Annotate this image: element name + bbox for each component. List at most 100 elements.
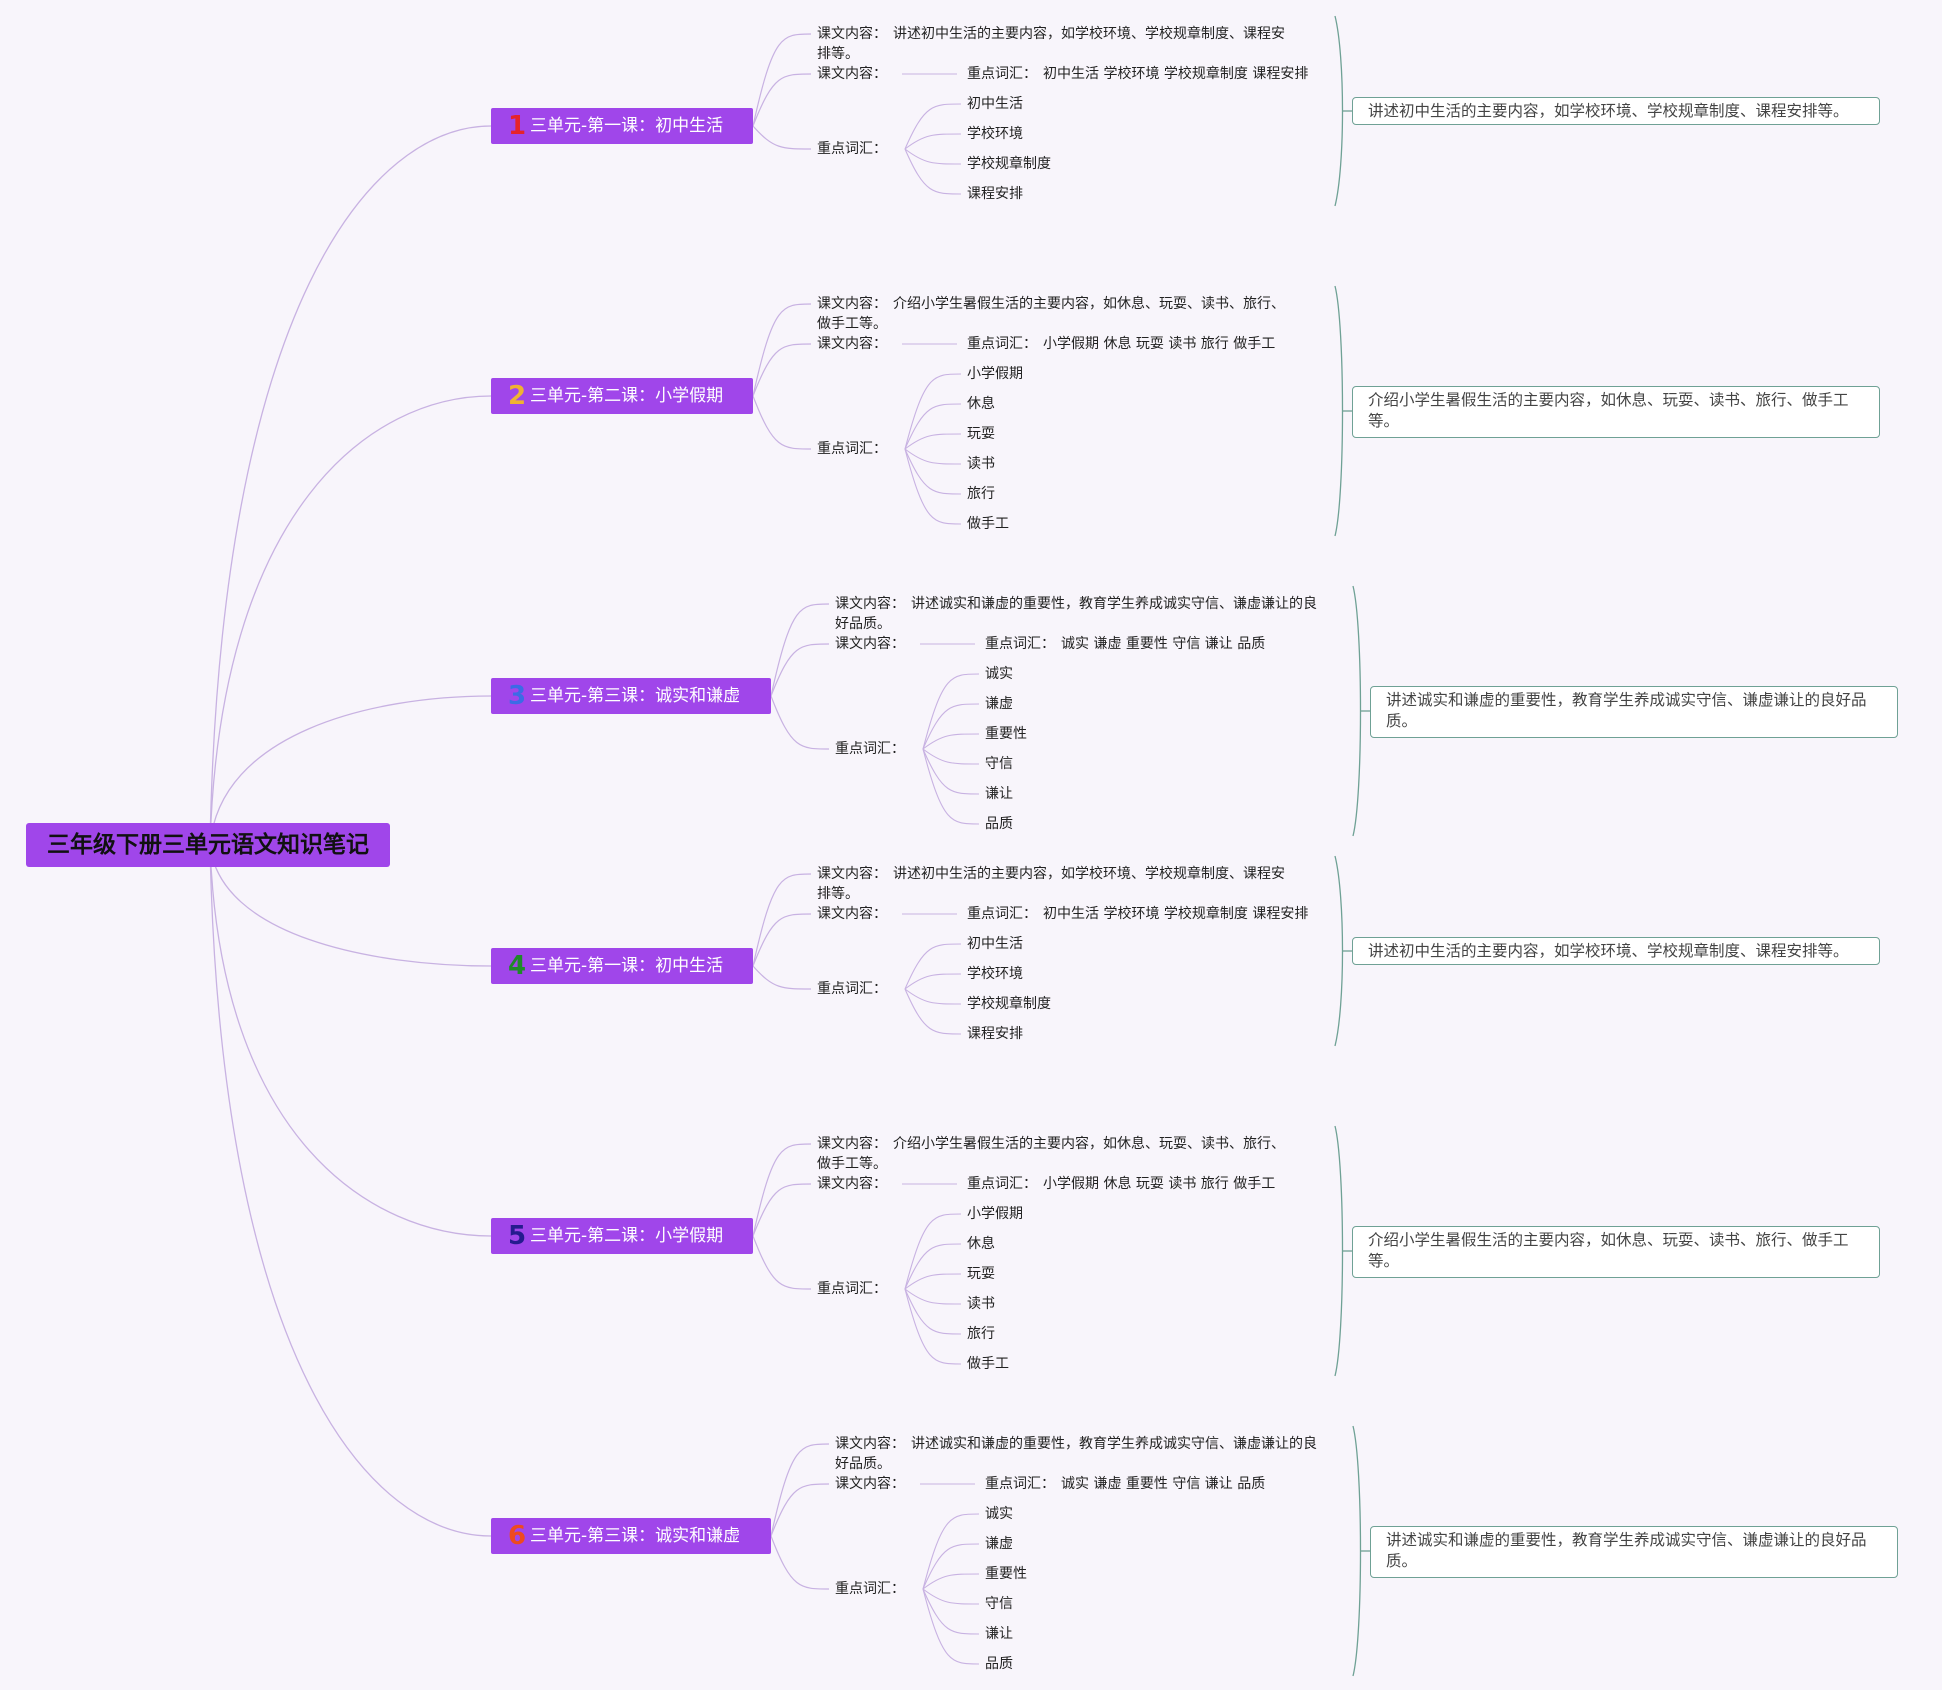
keyword-item[interactable]: 休息 <box>967 1236 995 1252</box>
keyword-item[interactable]: 品质 <box>985 1656 1013 1672</box>
summary-box[interactable]: 介绍小学生暑假生活的主要内容，如休息、玩耍、读书、旅行、做手工等。 <box>1352 1226 1880 1278</box>
keyword-item[interactable]: 诚实 <box>985 666 1013 682</box>
branch-title: 三单元-第三课：诚实和谦虚 <box>530 686 741 706</box>
keyword-link <box>904 1273 962 1290</box>
keywords-group-label: 重点词汇： <box>817 1281 887 1297</box>
keywords-group-label: 重点词汇： <box>817 981 887 997</box>
keyword-link <box>904 103 962 150</box>
keyword-item[interactable]: 小学假期 <box>967 1206 1023 1222</box>
keyword-link <box>922 1513 980 1590</box>
keyword-item[interactable]: 守信 <box>985 1596 1013 1612</box>
keyword-link <box>904 433 962 450</box>
branch-number: 5 <box>507 1221 527 1251</box>
branch-title: 三单元-第一课：初中生活 <box>530 116 724 136</box>
branch-title: 三单元-第三课：诚实和谦虚 <box>530 1526 741 1546</box>
keyword-item[interactable]: 读书 <box>967 456 995 472</box>
keyword-item[interactable]: 重要性 <box>985 726 1027 742</box>
root-branch-line <box>209 844 492 967</box>
keyword-link <box>904 403 962 450</box>
keyword-item[interactable]: 学校环境 <box>967 966 1023 982</box>
keyword-item[interactable]: 重要性 <box>985 1566 1027 1582</box>
root-node[interactable]: 三年级下册三单元语文知识笔记 <box>26 823 390 867</box>
branch-number: 4 <box>507 951 527 981</box>
keyword-item[interactable]: 课程安排 <box>967 1026 1023 1042</box>
keywords-inline: 初中生活 学校环境 学校规章制度 课程安排 <box>1043 906 1309 922</box>
keyword-link <box>922 1588 980 1635</box>
keyword-item[interactable]: 读书 <box>967 1296 995 1312</box>
keyword-item[interactable]: 休息 <box>967 396 995 412</box>
keyword-link <box>904 1213 962 1290</box>
content-value: 介绍小学生暑假生活的主要内容，如休息、玩耍、读书、旅行、做手工等。 <box>817 296 1285 332</box>
branch-child-line <box>770 643 830 697</box>
keyword-item[interactable]: 谦虚 <box>985 696 1013 712</box>
keyword-item[interactable]: 旅行 <box>967 486 995 502</box>
keyword-item[interactable]: 初中生活 <box>967 936 1023 952</box>
summary-bracket <box>1334 285 1344 537</box>
lesson-content-text: 课文内容：讲述初中生活的主要内容，如学校环境、学校规章制度、课程安排等。 <box>817 24 1292 64</box>
keyword-link <box>922 733 980 750</box>
keyword-item[interactable]: 学校环境 <box>967 126 1023 142</box>
keywords-group-label: 重点词汇： <box>835 1581 905 1597</box>
keyword-item[interactable]: 诚实 <box>985 1506 1013 1522</box>
keyword-item[interactable]: 品质 <box>985 816 1013 832</box>
keywords-inline: 初中生活 学校环境 学校规章制度 课程安排 <box>1043 66 1309 82</box>
keyword-link <box>922 748 980 765</box>
content-label: 课文内容： <box>817 1136 887 1152</box>
keyword-item[interactable]: 玩耍 <box>967 1266 995 1282</box>
keyword-item[interactable]: 小学假期 <box>967 366 1023 382</box>
content-label: 课文内容： <box>835 1436 905 1452</box>
root-branch-line <box>209 695 492 846</box>
branch-number: 1 <box>507 111 527 141</box>
keywords-label: 重点词汇： <box>985 636 1055 652</box>
keyword-item[interactable]: 玩耍 <box>967 426 995 442</box>
keyword-item[interactable]: 旅行 <box>967 1326 995 1342</box>
branch-child-line <box>770 695 830 750</box>
branch-number: 2 <box>507 381 527 411</box>
summary-box[interactable]: 介绍小学生暑假生活的主要内容，如休息、玩耍、读书、旅行、做手工等。 <box>1352 386 1880 438</box>
keyword-item[interactable]: 做手工 <box>967 1356 1009 1372</box>
keyword-link <box>904 148 962 195</box>
keyword-item[interactable]: 守信 <box>985 756 1013 772</box>
branch-number: 3 <box>507 681 527 711</box>
keyword-item[interactable]: 学校规章制度 <box>967 156 1051 172</box>
summary-bracket <box>1352 1425 1362 1677</box>
root-branch-line <box>209 844 492 1537</box>
summary-bracket <box>1334 15 1344 207</box>
keyword-item[interactable]: 谦让 <box>985 786 1013 802</box>
keyword-summary-line: 重点词汇：诚实 谦虚 重要性 守信 谦让 品质 <box>985 1474 1265 1494</box>
keyword-link <box>922 748 980 795</box>
summary-box[interactable]: 讲述初中生活的主要内容，如学校环境、学校规章制度、课程安排等。 <box>1352 97 1880 125</box>
content-value: 介绍小学生暑假生活的主要内容，如休息、玩耍、读书、旅行、做手工等。 <box>817 1136 1285 1172</box>
keyword-link <box>922 1588 980 1605</box>
root-branch-line <box>209 125 492 846</box>
summary-box[interactable]: 讲述诚实和谦虚的重要性，教育学生养成诚实守信、谦虚谦让的良好品质。 <box>1370 686 1898 738</box>
branch-child-line <box>770 1483 830 1537</box>
keywords-label: 重点词汇： <box>967 66 1037 82</box>
keyword-item[interactable]: 做手工 <box>967 516 1009 532</box>
keyword-summary-line: 重点词汇： 诚实 谦虚 重要性 守信 谦让 品质 <box>985 634 1265 654</box>
keyword-item[interactable]: 学校规章制度 <box>967 996 1051 1012</box>
keyword-item[interactable]: 课程安排 <box>967 186 1023 202</box>
keyword-item[interactable]: 初中生活 <box>967 96 1023 112</box>
content-label: 课文内容： <box>835 596 905 612</box>
lesson-content-text: 课文内容：介绍小学生暑假生活的主要内容，如休息、玩耍、读书、旅行、做手工等。 <box>817 1134 1292 1174</box>
keywords-label: 重点词汇： <box>967 1176 1037 1192</box>
summary-box[interactable]: 讲述初中生活的主要内容，如学校环境、学校规章制度、课程安排等。 <box>1352 937 1880 965</box>
keyword-item[interactable]: 谦虚 <box>985 1536 1013 1552</box>
keyword-link <box>904 148 962 165</box>
keywords-label: 重点词汇： <box>967 336 1037 352</box>
summary-box[interactable]: 讲述诚实和谦虚的重要性，教育学生养成诚实守信、谦虚谦让的良好品质。 <box>1370 1526 1898 1578</box>
branch-child-line <box>752 303 812 397</box>
keywords-inline: 诚实 谦虚 重要性 守信 谦让 品质 <box>1061 636 1266 652</box>
summary-bracket <box>1352 585 1362 837</box>
keyword-link <box>922 1588 980 1665</box>
keyword-item[interactable]: 谦让 <box>985 1626 1013 1642</box>
lesson-content-text: 课文内容：讲述诚实和谦虚的重要性，教育学生养成诚实守信、谦虚谦让的良好品质。 <box>835 1434 1325 1474</box>
